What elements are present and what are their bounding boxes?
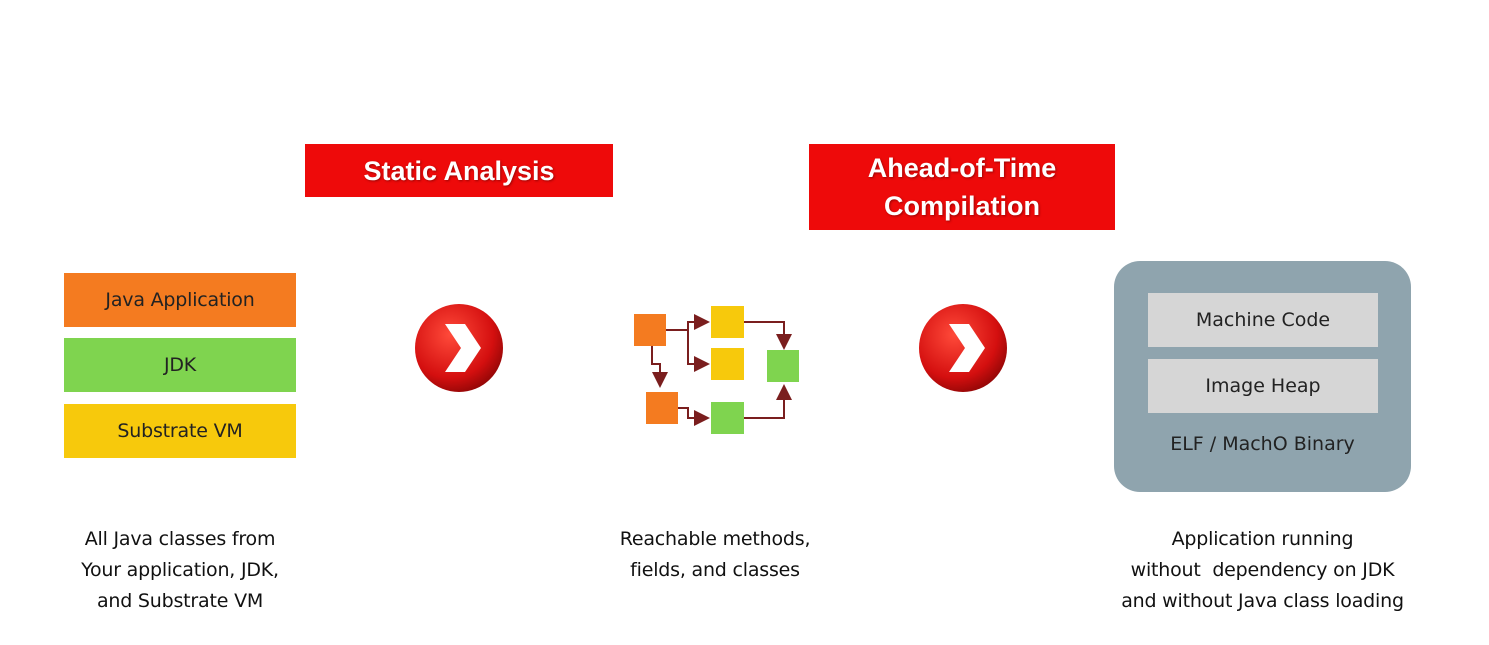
- substrate-vm-layer: Substrate VM: [64, 404, 296, 458]
- analysis-caption-line: Reachable methods,: [619, 528, 811, 550]
- input-caption-line: and Substrate VM: [96, 590, 264, 612]
- aot-compilation-banner: Ahead-of-Time Compilation: [809, 144, 1115, 230]
- output-caption: Application running without dependency o…: [1080, 524, 1445, 617]
- image-heap-block: Image Heap: [1148, 359, 1378, 413]
- java-application-layer: Java Application: [64, 273, 296, 327]
- output-caption-line: and without Java class loading: [1121, 590, 1404, 612]
- input-caption-line: Your application, JDK,: [81, 559, 279, 581]
- machine-code-block: Machine Code: [1148, 293, 1378, 347]
- reachability-graph: [634, 306, 799, 434]
- jdk-layer: JDK: [64, 338, 296, 392]
- native-binary-box: Machine Code Image Heap ELF / MachO Bina…: [1114, 261, 1411, 492]
- substrate-vm-label: Substrate VM: [117, 420, 243, 442]
- chevron-right-circle-icon: [415, 304, 503, 392]
- analysis-caption-line: fields, and classes: [630, 559, 800, 581]
- aot-label-line1: Ahead-of-Time: [867, 153, 1057, 183]
- java-application-label: Java Application: [105, 289, 255, 311]
- jdk-label: JDK: [163, 354, 197, 376]
- input-caption: All Java classes from Your application, …: [30, 524, 330, 617]
- input-caption-line: All Java classes from: [84, 528, 276, 550]
- graph-node: [646, 392, 678, 424]
- image-heap-label: Image Heap: [1205, 375, 1321, 397]
- aot-label-line2: Compilation: [884, 191, 1040, 221]
- binary-format-label: ELF / MachO Binary: [1170, 433, 1355, 455]
- output-caption-line: without dependency on JDK: [1130, 559, 1395, 581]
- graph-node: [711, 348, 744, 380]
- output-caption-line: Application running: [1171, 528, 1354, 550]
- graph-node: [634, 314, 666, 346]
- static-analysis-banner: Static Analysis: [305, 144, 613, 197]
- graph-node: [767, 350, 799, 382]
- machine-code-label: Machine Code: [1195, 309, 1331, 331]
- static-analysis-label: Static Analysis: [363, 155, 555, 186]
- graph-node: [711, 402, 744, 434]
- chevron-right-circle-icon: [919, 304, 1007, 392]
- graph-node: [711, 306, 744, 338]
- analysis-caption: Reachable methods, fields, and classes: [565, 524, 865, 586]
